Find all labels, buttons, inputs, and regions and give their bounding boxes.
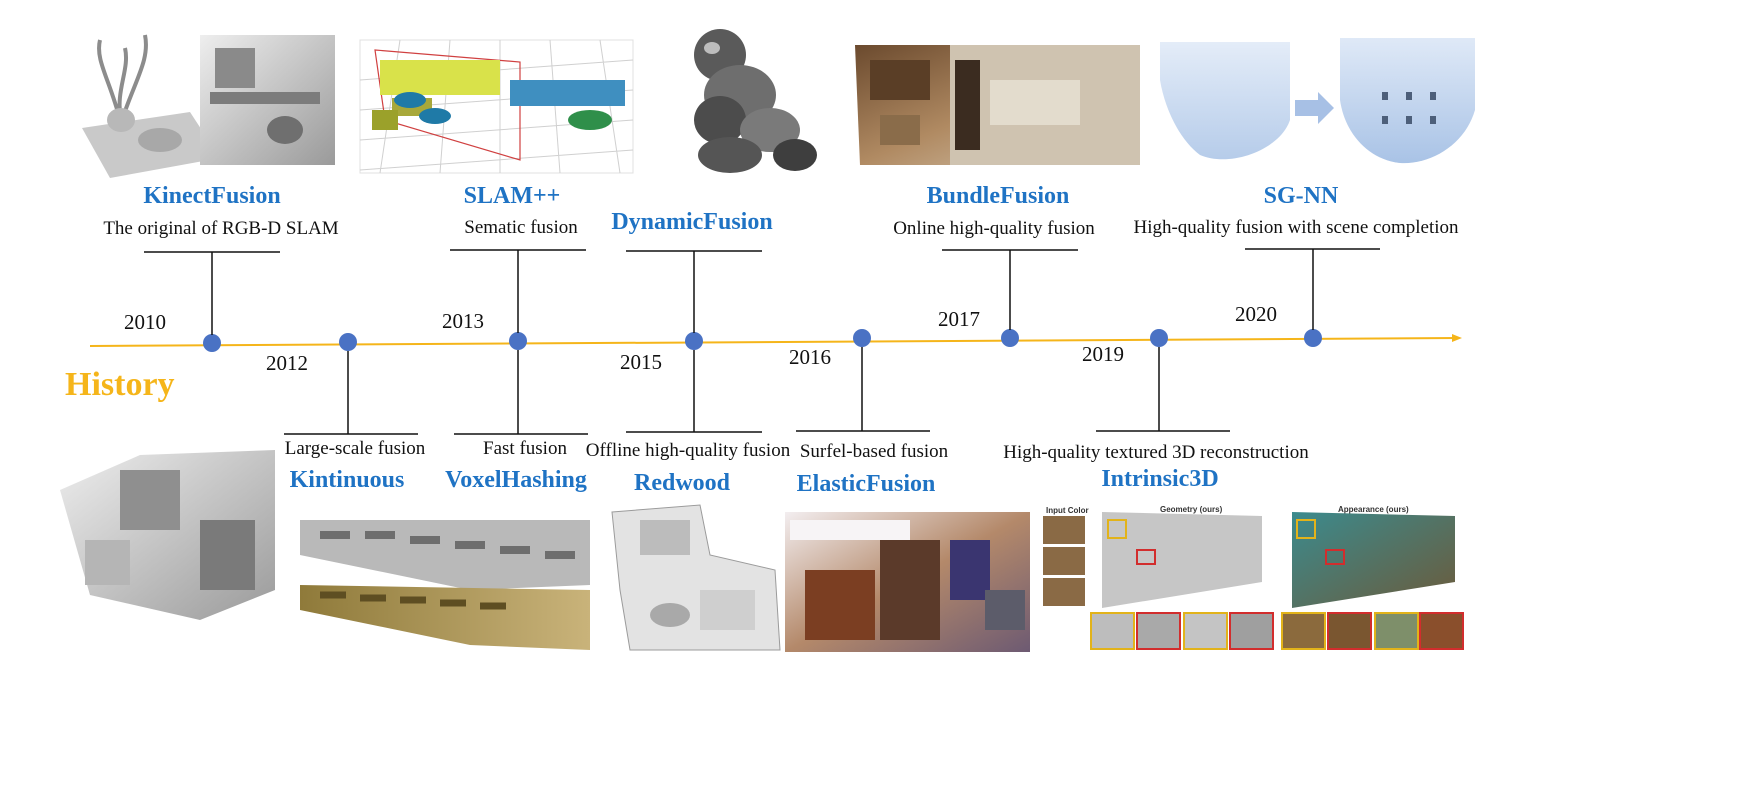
voxelhashing-thumbnail bbox=[300, 520, 590, 650]
node-2020 bbox=[1304, 329, 1322, 347]
input-color-label: Input Color bbox=[1046, 506, 1089, 515]
node-2017 bbox=[1001, 329, 1019, 347]
node-2010 bbox=[203, 334, 221, 352]
year-2010: 2010 bbox=[124, 310, 166, 334]
milestone-desc-bundlefusion: Online high-quality fusion bbox=[893, 218, 1095, 239]
milestone-name-redwood: Redwood bbox=[634, 470, 731, 496]
elasticfusion-thumbnail bbox=[785, 512, 1030, 652]
sg-nn-thumbnail bbox=[1160, 38, 1475, 164]
year-2020: 2020 bbox=[1235, 302, 1277, 326]
milestone-name-sg-nn: SG-NN bbox=[1264, 183, 1339, 209]
milestone-name-slam-plus-plus: SLAM++ bbox=[464, 183, 561, 209]
milestone-name-dynamicfusion: DynamicFusion bbox=[611, 209, 772, 235]
geometry-label: Geometry (ours) bbox=[1160, 505, 1223, 514]
milestone-desc-voxelhashing: Fast fusion bbox=[483, 438, 567, 459]
kintinuous-thumbnail bbox=[60, 450, 275, 620]
node-2019 bbox=[1150, 329, 1168, 347]
connectors-top bbox=[144, 248, 1380, 335]
milestone-desc-kintinuous: Large-scale fusion bbox=[285, 438, 426, 459]
history-label: History bbox=[65, 366, 175, 403]
node-2013 bbox=[509, 332, 527, 350]
milestone-name-kinectfusion: KinectFusion bbox=[143, 183, 280, 209]
connectors-bottom bbox=[284, 347, 1230, 435]
year-2012: 2012 bbox=[266, 351, 308, 375]
milestone-desc-intrinsic3d: High-quality textured 3D reconstruction bbox=[1003, 442, 1309, 463]
year-2015: 2015 bbox=[620, 350, 662, 374]
milestone-desc-redwood: Offline high-quality fusion bbox=[586, 440, 791, 461]
milestone-desc-elasticfusion: Surfel-based fusion bbox=[800, 441, 949, 462]
timeline-axis bbox=[89, 337, 1459, 347]
kinectfusion-thumbnail bbox=[82, 34, 335, 178]
year-2016: 2016 bbox=[789, 345, 831, 369]
year-2019: 2019 bbox=[1082, 342, 1124, 366]
appearance-label: Appearance (ours) bbox=[1338, 505, 1409, 514]
milestone-name-intrinsic3d: Intrinsic3D bbox=[1101, 466, 1218, 492]
milestone-name-voxelhashing: VoxelHashing bbox=[445, 467, 587, 493]
bundlefusion-thumbnail bbox=[855, 45, 1140, 165]
milestone-name-kintinuous: Kintinuous bbox=[290, 467, 405, 493]
year-2013: 2013 bbox=[442, 309, 484, 333]
milestone-desc-sg-nn: High-quality fusion with scene completio… bbox=[1133, 217, 1459, 238]
node-2016 bbox=[853, 329, 871, 347]
milestone-name-bundlefusion: BundleFusion bbox=[927, 183, 1070, 209]
milestone-desc-kinectfusion: The original of RGB-D SLAM bbox=[103, 218, 338, 239]
timeline-arrowhead bbox=[1452, 334, 1462, 342]
slam-plus-plus-thumbnail bbox=[359, 39, 634, 174]
milestone-desc-slam-plus-plus: Sematic fusion bbox=[464, 217, 578, 238]
milestone-name-elasticfusion: ElasticFusion bbox=[797, 471, 936, 497]
node-2015 bbox=[685, 332, 703, 350]
redwood-thumbnail bbox=[611, 504, 781, 651]
node-2012 bbox=[339, 333, 357, 351]
intrinsic3d-thumbnail: Input Color Geometry (ours) Appearance (… bbox=[1043, 505, 1464, 650]
year-2017: 2017 bbox=[938, 307, 980, 331]
dynamicfusion-thumbnail bbox=[694, 29, 817, 173]
